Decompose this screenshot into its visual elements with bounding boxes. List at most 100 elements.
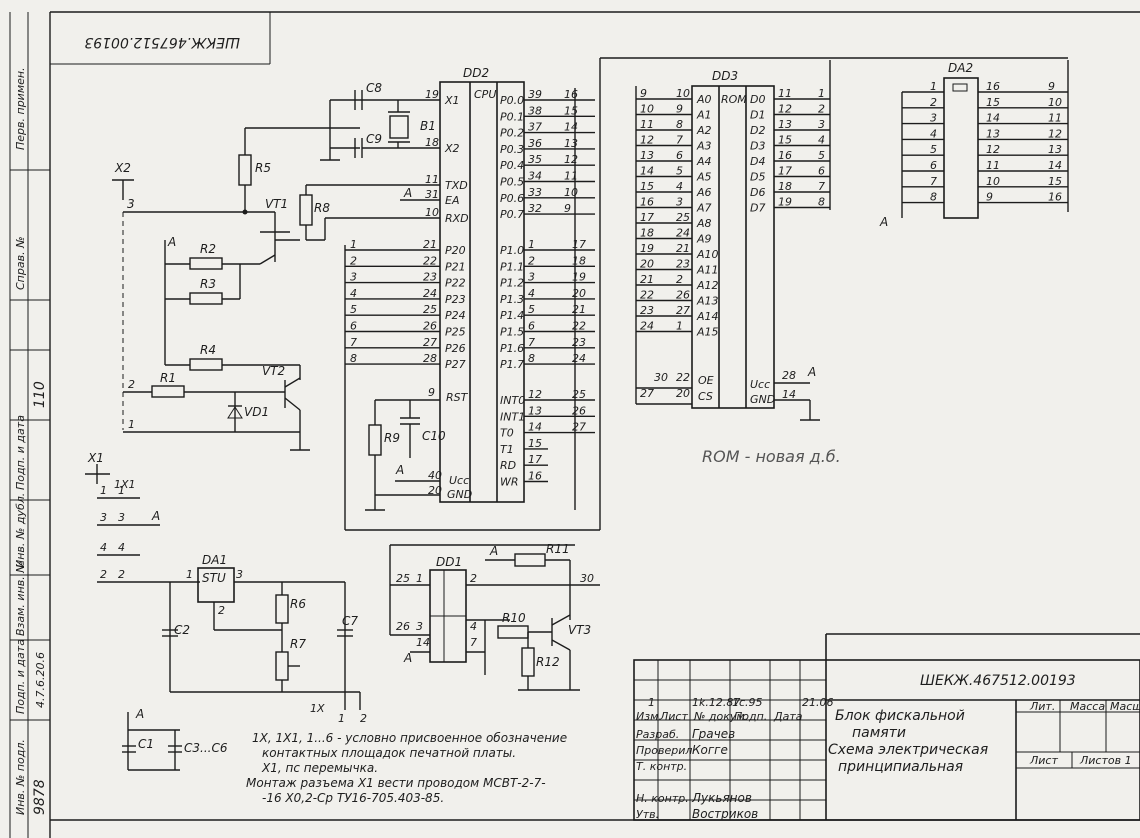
da1-pin2: 2 [218,604,225,617]
dd2-ucc-label: Ucc [449,474,469,487]
dd2-p1-net: 17 [572,238,586,251]
dd2-p2-label: P23 [445,293,466,306]
r1-label: R1 [160,371,176,385]
dd3-address-pins: A0109A1910A2811A3712A4613A5514A6415A7316… [636,87,719,339]
dd2-p1-pin: 5 [528,303,535,316]
dd3-a-label: A7 [696,202,712,215]
da2-right-net: 12 [1048,127,1062,140]
dd3-d-label: D1 [750,109,765,122]
dd3-a-net: 15 [640,180,654,193]
dd2-p1-label: P1.5 [500,326,524,339]
tb-rev-item: 1с.95 [732,696,763,709]
dd3-a-pin: 6 [676,149,683,162]
da2-left-net: 5 [930,143,937,156]
da2-left-net: 3 [930,112,937,125]
dd2-p1-net: 20 [572,287,586,300]
r2 [189,257,223,270]
dd2-cpu-label: CPU [474,88,496,101]
da2-left-net: 1 [930,80,937,93]
tb-title-2: памяти [852,725,906,741]
da2-left-net: 4 [930,127,937,140]
dd3-d-label: D4 [750,155,765,168]
dd3-chip: DD3 ROM A0109A1910A2811A3712A4613A5514A6… [635,60,831,421]
dd2-p3-label: RD [500,459,516,472]
side-label-4: Инв. № дубл. [14,493,27,568]
dd3-a-net: 13 [640,149,654,162]
x1-pin3: 3 [100,511,107,524]
dd3-a-pin: 7 [676,134,683,147]
vd1-pin: 1 [128,418,135,431]
x1-pin2: 2 [100,568,107,581]
dd3-a-net: 21 [640,273,654,286]
tb-role: Утв. [636,808,659,821]
dd3-d-net: 7 [818,180,825,193]
dd2-p2-label: P22 [445,277,466,290]
dd2-p1-net: 23 [572,336,586,349]
dd2-label: DD2 [463,66,489,80]
da2-right-net: 15 [1048,175,1062,188]
dd3-d-net: 4 [818,134,825,147]
side-handwritten-2: 4.7.6.20.6 [34,652,47,708]
dd2-p0-net: 11 [564,170,578,183]
dd2-p1-net: 22 [572,320,586,333]
x1-pin1b: 1 [118,484,125,497]
dd2-gnd-pin: 20 [428,484,442,497]
notes: 1X, 1X1, 1...6 - условно присвоенное обо… [246,731,567,805]
dd2-p1-pin: 1 [528,238,535,251]
dd3-a-net: A [807,365,816,379]
side-label-5: Взам. инв. № [14,561,27,636]
dd2-p0-pin: 33 [528,186,542,199]
c8-label: C8 [366,81,382,95]
dd3-d-net: 5 [818,149,825,162]
x1-connector: X1 1X1 1 1 3 3 A 4 4 2 2 [85,451,200,583]
side-label-7: Инв. № подл. [14,739,27,815]
dd2-left-top-pin: 10 [425,206,439,219]
dd2-p3-net: 25 [572,388,586,401]
dd2-p0-net: 14 [564,121,578,134]
vd1-label: VD1 [244,405,269,419]
dd3-a-net: 14 [640,165,654,178]
ea-a-net: A [403,186,412,200]
dd2-p1-label: P1.7 [500,358,524,371]
dd1-q1: 2 [470,572,477,585]
dd3-d-label: D0 [750,93,765,106]
dd2-p2-label: P27 [445,358,466,371]
dd3-a-label: A13 [696,295,719,308]
tb-role: Разраб. [636,728,679,741]
tx-1x-label: 1X [310,702,325,715]
dd2-p3-pin: 15 [528,437,542,450]
dd3-d-pin: 13 [778,118,792,131]
da1-label: DA1 [202,553,227,567]
r7 [275,651,289,681]
dd2-p2-pin: 24 [423,287,437,300]
r1-pin: 2 [128,378,135,391]
dd1-a14: 14 [416,636,430,649]
x2-connector: X2 3 [112,161,135,430]
dd2-p1-pin: 3 [528,271,535,284]
dd3-d-pin: 12 [778,103,792,116]
vt1-section: R5 VT1 R8 A A R2 R3 [123,127,440,365]
dd2-p0-net: 12 [564,153,578,166]
side-label-2: Справ. № [14,236,27,290]
dd2-p3-pin: 12 [528,388,542,401]
dd2-p2-bus [344,57,1068,531]
dd2-p1-label: P1.6 [500,342,524,355]
dd2-p2-label: P24 [445,309,466,322]
dd3-a-pin: 2 [676,273,683,286]
dd3-oe-net: 30 [654,371,668,384]
tx-pin2: 2 [360,712,367,725]
dd3-a-pin: 23 [676,258,690,271]
dd3-d-label: D5 [750,171,765,184]
dd2-p1-net: 19 [572,271,586,284]
x1-label: X1 [87,451,104,465]
tb-col-head: Дата [773,710,803,723]
da2-right-net: 13 [1048,143,1062,156]
r9 [368,424,382,456]
dd2-p1-pin: 4 [528,287,535,300]
dd2-p2-pin: 22 [423,254,437,267]
dd2-p1-pin: 7 [528,336,535,349]
